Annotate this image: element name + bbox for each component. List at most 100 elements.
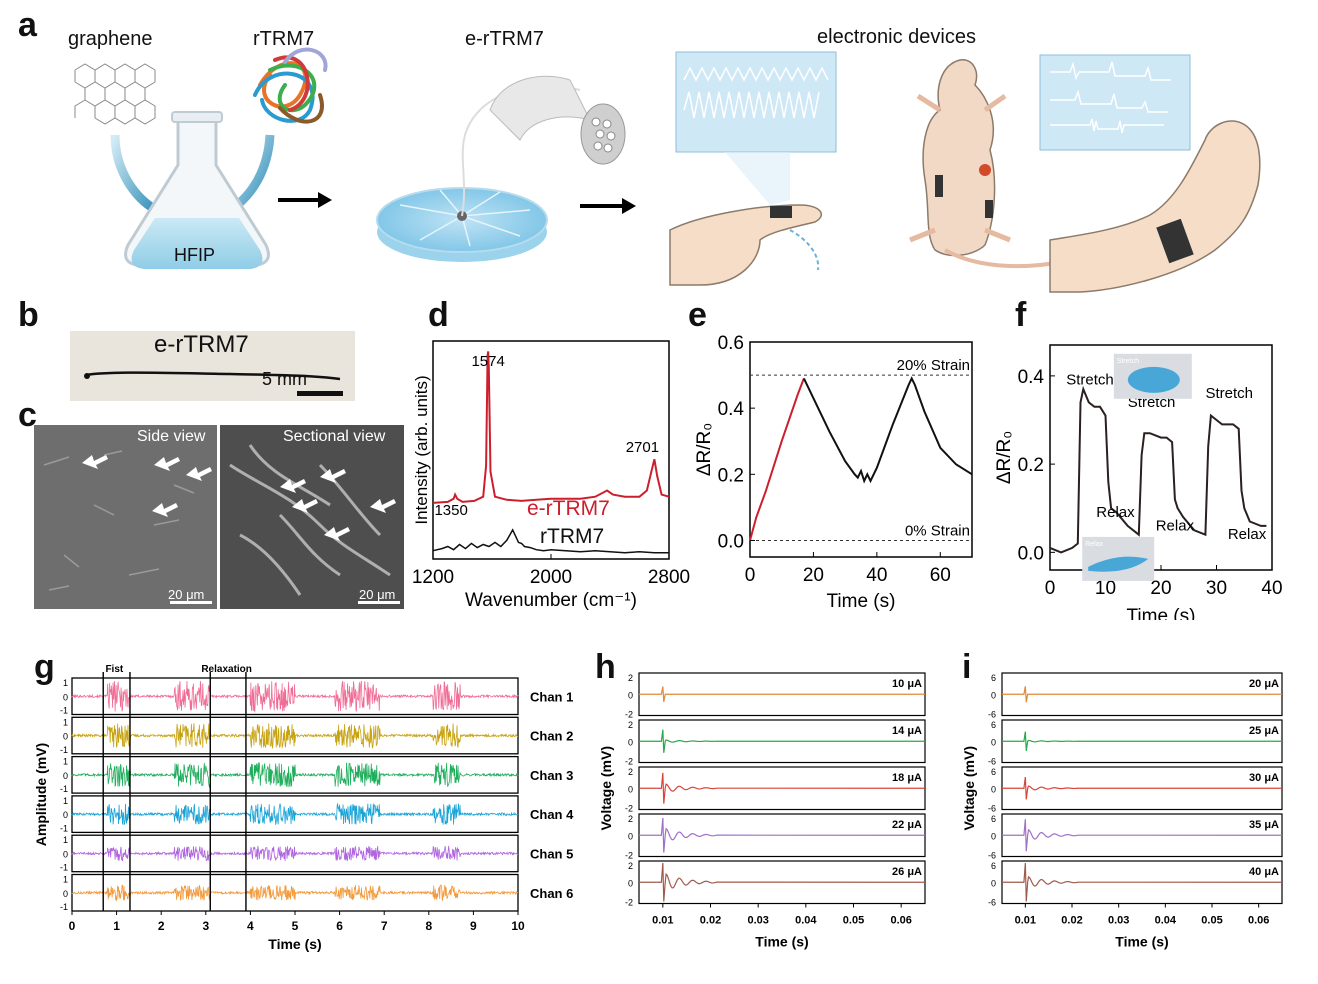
inset-stretch-hand — [1127, 366, 1180, 393]
annotation-fist: Fist — [105, 664, 123, 675]
x-tick-label: 40 — [1261, 578, 1282, 599]
stim-trace — [639, 862, 926, 902]
current-label: 10 μA — [892, 678, 922, 690]
sectional-view-scale: 20 μm — [359, 587, 396, 602]
fiber-photo-title: e-rTRM7 — [154, 331, 249, 358]
stim-trace — [639, 772, 926, 804]
stim-trace — [639, 686, 925, 703]
x-tick-label: 60 — [930, 565, 951, 586]
y-axis-title: ΔR/R₀ — [694, 423, 715, 476]
current-label: 35 μA — [1249, 819, 1279, 831]
y-tick-label: 2 — [628, 673, 633, 683]
x-tick-label: 0 — [745, 565, 756, 586]
y-tick-label: 0 — [628, 784, 633, 794]
series-line-e-rtrm7 — [432, 351, 670, 504]
rat-arm-icon — [909, 54, 1261, 293]
y-tick-label: 0 — [63, 732, 68, 742]
annotation-relax: Relax — [1096, 504, 1135, 521]
x-axis-title: Time (s) — [268, 936, 321, 952]
annotation-stretch: Stretch — [1066, 372, 1114, 389]
y-tick-label: 0 — [991, 878, 996, 888]
x-tick-label: 20 — [1150, 578, 1171, 599]
reference-label: 0% Strain — [905, 522, 970, 539]
current-label: 25 μA — [1249, 725, 1279, 737]
reference-label: 20% Strain — [897, 357, 970, 374]
x-tick-label: 1 — [113, 919, 120, 933]
y-tick-label: 0 — [991, 831, 996, 841]
y-tick-label: 6 — [991, 720, 996, 730]
panel-label-b: b — [18, 296, 39, 334]
protein-fibers-icon — [253, 47, 328, 124]
x-tick-label: 0.06 — [890, 915, 911, 927]
channel-trace — [71, 723, 519, 749]
x-tick-label: 10 — [511, 919, 525, 933]
y-tick-label: 0 — [628, 737, 633, 747]
y-tick-label: 0 — [991, 784, 996, 794]
stim-trace — [639, 729, 926, 753]
stim-trace — [1002, 862, 1283, 902]
y-tick-label: 1 — [63, 717, 68, 727]
panel-a-schematic — [74, 47, 1261, 293]
rtrm7-label: rTRM7 — [253, 28, 315, 50]
y-tick-label: -6 — [988, 757, 996, 767]
hfip-label: HFIP — [174, 245, 216, 265]
x-tick-label: 1200 — [412, 567, 454, 588]
y-tick-label: -6 — [988, 710, 996, 720]
x-axis-title: Wavenumber (cm⁻¹) — [465, 590, 637, 611]
peak-label-1574: 1574 — [471, 353, 504, 370]
current-label: 20 μA — [1249, 678, 1279, 690]
stim-trace — [1002, 686, 1282, 703]
x-tick-label: 6 — [336, 919, 343, 933]
y-tick-label: 0.6 — [718, 333, 744, 354]
x-tick-label: 5 — [292, 919, 299, 933]
x-tick-label: 0.03 — [1108, 915, 1129, 927]
y-tick-label: -6 — [988, 804, 996, 814]
y-tick-label: 0 — [63, 810, 68, 820]
channel-label: Chan 2 — [530, 729, 573, 744]
x-tick-label: 7 — [381, 919, 388, 933]
hand-finger-icon — [669, 51, 837, 286]
panel-label-h: h — [595, 648, 616, 686]
annotation-stretch: Stretch — [1205, 385, 1253, 402]
x-tick-label: 3 — [202, 919, 209, 933]
y-tick-label: 1 — [63, 678, 68, 688]
y-axis-title: Intensity (arb. units) — [412, 375, 431, 524]
channel-trace — [71, 803, 519, 826]
x-tick-label: 0.02 — [700, 915, 721, 927]
panel-label-d: d — [428, 296, 449, 334]
flask-icon — [124, 111, 270, 269]
y-tick-label: 0 — [63, 889, 68, 899]
x-tick-label: 30 — [1206, 578, 1227, 599]
y-tick-label: 1 — [63, 757, 68, 767]
channel-label: Chan 6 — [530, 886, 573, 901]
y-tick-label: -1 — [60, 706, 68, 716]
graphene-lattice-icon — [74, 63, 156, 125]
y-tick-label: -6 — [988, 851, 996, 861]
y-tick-label: 0 — [63, 849, 68, 859]
channel-trace — [71, 762, 519, 789]
y-axis-title: Voltage (mV) — [961, 746, 977, 831]
x-tick-label: 0.01 — [1015, 915, 1036, 927]
inset-relax-label: Relax — [1085, 541, 1103, 548]
annotation-relaxation: Relaxation — [201, 664, 252, 675]
peak-label-1350: 1350 — [434, 502, 467, 519]
x-tick-label: 9 — [470, 919, 477, 933]
y-tick-label: -1 — [60, 745, 68, 755]
x-tick-label: 0.03 — [747, 915, 768, 927]
x-tick-label: 4 — [247, 919, 254, 933]
y-tick-label: -2 — [625, 851, 633, 861]
y-tick-label: 0.2 — [718, 465, 744, 486]
y-tick-label: 0.0 — [718, 531, 744, 552]
y-tick-label: 0 — [628, 690, 633, 700]
annotation-relax: Relax — [1156, 517, 1195, 534]
y-tick-label: 2 — [628, 767, 633, 777]
y-tick-label: 1 — [63, 875, 68, 885]
panel-label-f: f — [1015, 296, 1027, 334]
graphene-label: graphene — [68, 28, 153, 50]
fiber-scale-label: 5 mm — [262, 369, 307, 389]
y-tick-label: 0.4 — [1018, 367, 1045, 388]
y-axis-title: ΔR/R₀ — [994, 431, 1015, 484]
